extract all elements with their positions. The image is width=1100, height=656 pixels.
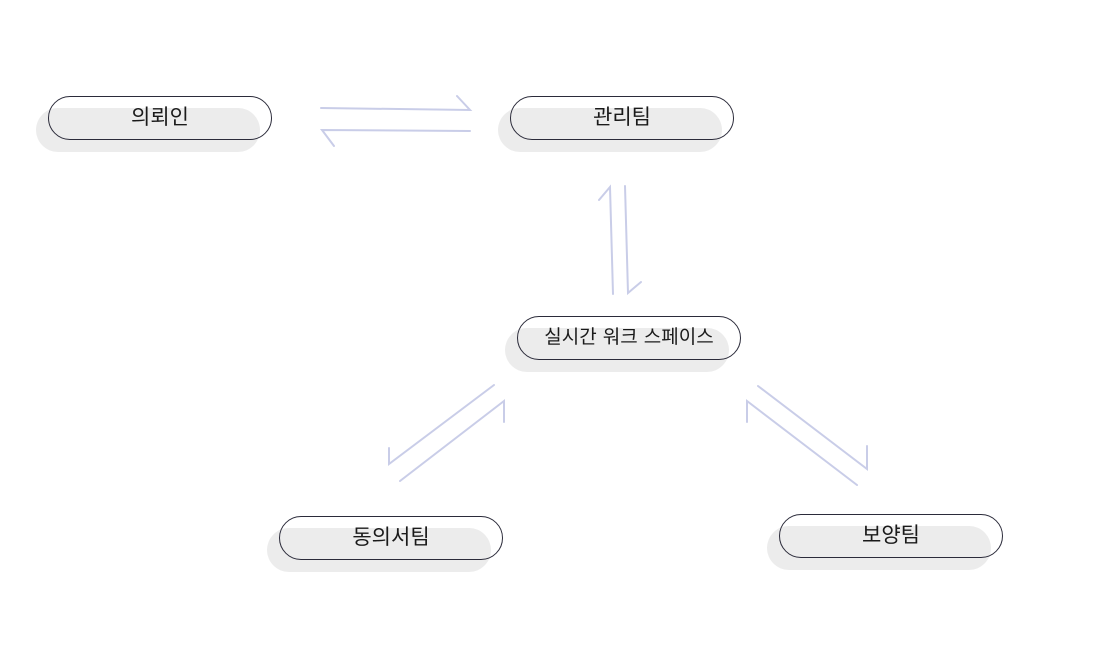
node-shadow <box>36 108 260 152</box>
node-shadow <box>505 328 729 372</box>
node-border <box>510 96 734 140</box>
node-shadow <box>767 526 991 570</box>
node-consent: 동의서팀 <box>267 516 503 572</box>
node-label-workspace: 실시간 워크 스페이스 <box>544 326 714 348</box>
node-border <box>517 316 741 360</box>
node-shadow <box>498 108 722 152</box>
node-shadow <box>267 528 491 572</box>
node-label-care: 보양팀 <box>862 523 920 547</box>
node-label-requester: 의뢰인 <box>131 105 189 129</box>
arrow-management-to-requester <box>319 128 471 147</box>
arrow-workspace-to-consent <box>388 384 495 467</box>
arrow-workspace-to-management <box>598 184 614 295</box>
node-border <box>779 514 1003 558</box>
arrow-management-to-workspace <box>624 185 642 296</box>
node-workspace: 실시간 워크 스페이스 <box>505 316 741 372</box>
node-management: 관리팀 <box>498 96 734 152</box>
arrow-care-to-workspace <box>746 398 858 486</box>
node-care: 보양팀 <box>767 514 1003 570</box>
node-requester: 의뢰인 <box>36 96 272 152</box>
node-label-consent: 동의서팀 <box>352 525 430 549</box>
arrow-consent-to-workspace <box>399 398 505 482</box>
node-label-management: 관리팀 <box>593 105 651 129</box>
node-border <box>48 96 272 140</box>
arrow-workspace-to-care <box>757 385 868 472</box>
arrow-requester-to-management <box>320 95 473 112</box>
node-border <box>279 516 503 560</box>
